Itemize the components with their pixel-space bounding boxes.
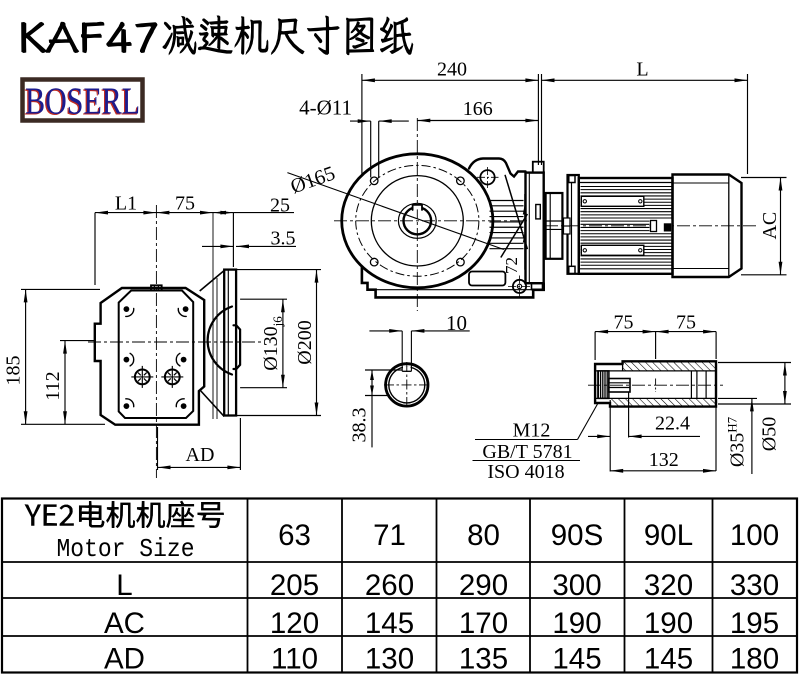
svg-text:190: 190 [644, 607, 693, 640]
svg-text:130: 130 [365, 643, 414, 676]
svg-text:10: 10 [446, 311, 467, 335]
svg-text:Ø35H7: Ø35H7 [725, 416, 749, 467]
svg-text:190: 190 [552, 607, 601, 640]
svg-text:M12: M12 [513, 420, 551, 442]
svg-text:145: 145 [644, 643, 693, 676]
svg-text:L: L [116, 569, 132, 602]
svg-text:AC: AC [759, 212, 781, 240]
svg-text:75: 75 [676, 312, 696, 334]
svg-text:ISO 4018: ISO 4018 [487, 461, 564, 483]
svg-text:22.4: 22.4 [655, 413, 690, 435]
svg-text:L1: L1 [115, 193, 137, 215]
svg-text:AD: AD [104, 643, 145, 676]
svg-text:145: 145 [552, 643, 601, 676]
svg-text:90L: 90L [644, 519, 693, 552]
svg-text:AC: AC [104, 607, 145, 640]
svg-text:BOSERL: BOSERL [24, 81, 139, 123]
svg-text:25: 25 [270, 195, 290, 217]
svg-text:330: 330 [730, 569, 779, 602]
svg-text:180: 180 [730, 643, 779, 676]
svg-text:90S: 90S [551, 519, 604, 552]
svg-text:3.5: 3.5 [271, 228, 296, 250]
svg-text:4-Ø11: 4-Ø11 [299, 96, 352, 120]
svg-text:Motor Size: Motor Size [57, 534, 195, 564]
svg-text:170: 170 [459, 607, 508, 640]
svg-text:135: 135 [459, 643, 508, 676]
svg-text:132: 132 [649, 449, 679, 471]
svg-text:185: 185 [3, 356, 25, 386]
svg-text:BOSERL: BOSERL [25, 81, 140, 123]
svg-text:112: 112 [42, 371, 64, 400]
svg-text:AD: AD [186, 444, 215, 466]
svg-text:80: 80 [467, 519, 500, 552]
svg-text:120: 120 [270, 607, 319, 640]
svg-text:Ø130j6: Ø130j6 [260, 316, 285, 371]
svg-text:72: 72 [502, 257, 521, 274]
svg-text:100: 100 [730, 519, 779, 552]
svg-text:75: 75 [614, 312, 634, 334]
svg-text:260: 260 [365, 569, 414, 602]
svg-text:320: 320 [644, 569, 693, 602]
svg-text:L: L [636, 59, 648, 81]
svg-text:71: 71 [373, 519, 406, 552]
svg-text:240: 240 [437, 59, 467, 81]
svg-text:205: 205 [270, 569, 319, 602]
svg-text:Ø50: Ø50 [759, 417, 781, 451]
svg-text:300: 300 [552, 569, 601, 602]
svg-text:Ø200: Ø200 [294, 320, 316, 364]
svg-text:75: 75 [175, 193, 195, 215]
svg-text:GB/T 5781: GB/T 5781 [482, 441, 572, 463]
svg-text:63: 63 [278, 519, 311, 552]
svg-text:110: 110 [271, 643, 318, 676]
svg-text:290: 290 [459, 569, 508, 602]
svg-text:Ø165: Ø165 [288, 162, 338, 198]
svg-text:38.3: 38.3 [349, 408, 371, 443]
svg-text:195: 195 [730, 607, 779, 640]
svg-text:166: 166 [463, 98, 493, 120]
svg-text:145: 145 [365, 607, 414, 640]
